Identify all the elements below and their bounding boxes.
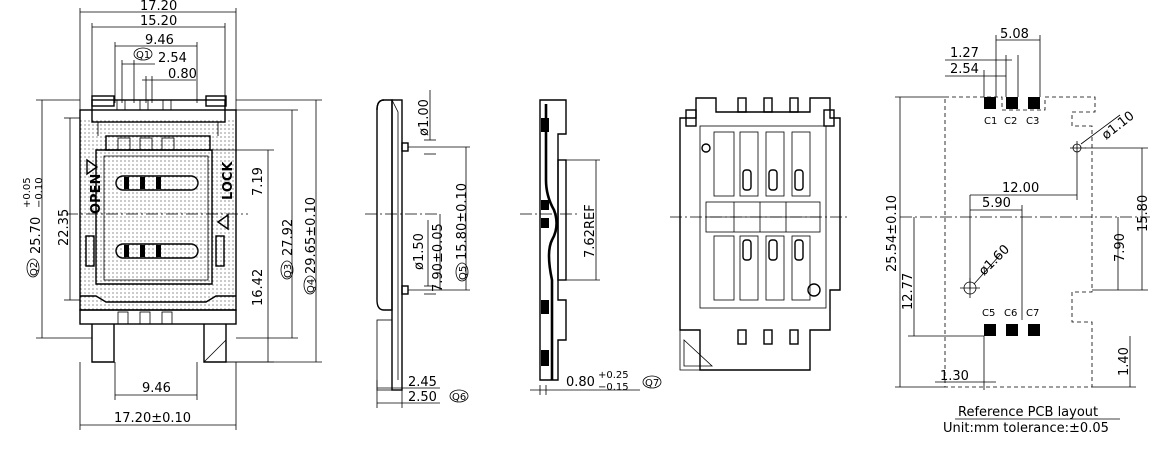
side-dim-2-45: 2.45: [408, 375, 437, 390]
q1-bubble: [133, 47, 153, 61]
pad-c3: [1028, 97, 1040, 109]
q3-bubble: [280, 260, 294, 280]
q1-label: Q1: [136, 50, 150, 61]
pad-c6-label: C6: [1004, 308, 1017, 319]
section-tol-minus: −0.15: [598, 382, 629, 393]
pcb-dim-5-08: 5.08: [1000, 27, 1029, 42]
side-dim-1-50: ø1.50: [412, 233, 427, 270]
bottom-view: [670, 97, 850, 371]
q4-bubble: [303, 275, 317, 295]
pad-c6: [1006, 324, 1018, 336]
pad-c1: [984, 97, 996, 109]
open-arrow-icon: [86, 158, 99, 176]
pad-c1-label: C1: [984, 116, 997, 127]
dim-16-42: 16.42: [251, 269, 266, 306]
q7-label: Q7: [645, 378, 659, 389]
q2-bubble: [26, 258, 40, 278]
dim-17-20-bottom: 17.20±0.10: [114, 411, 191, 426]
dim-2-54: 2.54: [158, 51, 187, 66]
side-dim-1-00: ø1.00: [417, 99, 432, 136]
pcb-dim-1-40: 1.40: [1117, 347, 1132, 376]
dim-22-35: 22.35: [57, 209, 72, 246]
pcb-layout: C1 C2 C3 C5 C6 C7 5.08 1.27 2.54 ø1.10 1…: [885, 27, 1151, 436]
pcb-dim-12-77: 12.77: [901, 273, 916, 310]
dim-17-20-top: 17.20: [140, 0, 177, 14]
front-side-dimensions: Q2 25.70 +0.05 −0.10 22.35 7.19: [22, 99, 322, 363]
dim-9-46-bottom: 9.46: [142, 381, 171, 396]
open-label: OPEN: [89, 174, 104, 214]
pcb-dim-1-27: 1.27: [950, 46, 979, 61]
q5-label: Q5: [458, 266, 469, 280]
lock-label: LOCK: [221, 161, 236, 200]
front-bottom-dimensions: 9.46 17.20±0.10: [79, 362, 237, 430]
side-dim-2-50: 2.50: [408, 390, 437, 405]
pcb-dim-5-90: 5.90: [982, 196, 1011, 211]
section-dim-7-62: 7.62REF: [583, 204, 598, 258]
dim-0-80: 0.80: [168, 67, 197, 82]
pcb-dim-1-30: 1.30: [940, 369, 969, 384]
q3-label: Q3: [283, 264, 294, 278]
q4-label: Q4: [306, 279, 317, 293]
side-dim-15-80: 15.80±0.10: [455, 183, 470, 260]
pcb-dim-1-10: ø1.10: [1099, 109, 1137, 144]
dim-27-92: 27.92: [281, 219, 296, 256]
pcb-layout-title: Reference PCB layout: [958, 405, 1098, 420]
dim-9-46-top: 9.46: [145, 33, 174, 48]
pad-c7-label: C7: [1026, 308, 1039, 319]
pad-c2: [1006, 97, 1018, 109]
section-tol-plus: +0.25: [598, 370, 629, 381]
side-dim-7-90: 7.90±0.05: [431, 223, 446, 292]
pcb-dim-12-00: 12.00: [1002, 181, 1039, 196]
q7-bubble: [642, 375, 662, 389]
pcb-dim-25-54: 25.54±0.10: [885, 195, 900, 272]
pcb-unit-note: Unit:mm tolerance:±0.05: [943, 421, 1109, 436]
tol-minus-0-10: −0.10: [34, 177, 45, 208]
lock-arrow-icon: [216, 213, 229, 231]
q2-label: Q2: [29, 262, 40, 276]
front-view: 17.20 15.20 9.46 Q1 2.54 0.80: [22, 0, 322, 430]
dim-15-20: 15.20: [140, 14, 177, 29]
front-top-dimensions: 17.20 15.20 9.46 Q1 2.54 0.80: [79, 0, 237, 112]
section-dim-0-80: 0.80: [566, 375, 595, 390]
dim-7-19: 7.19: [251, 167, 266, 196]
pad-c7: [1028, 324, 1040, 336]
pcb-dim-1-60: ø1.60: [976, 242, 1013, 279]
side-view: ø1.00 ø1.50 7.90±0.05 Q5 15.80±0.10 2.45…: [365, 90, 470, 408]
pcb-dim-15-80: 15.80: [1136, 195, 1151, 232]
q6-bubble: [449, 389, 469, 403]
pad-c5-label: C5: [982, 308, 995, 319]
q5-bubble: [455, 262, 469, 282]
pcb-dim-2-54: 2.54: [950, 62, 979, 77]
pad-c2-label: C2: [1004, 116, 1017, 127]
dim-25-70: 25.70: [29, 217, 44, 254]
pad-c3-label: C3: [1026, 116, 1039, 127]
dim-29-65: 29.65±0.10: [304, 197, 319, 274]
q6-label: Q6: [452, 392, 466, 403]
pad-c5: [984, 324, 996, 336]
pcb-dim-7-90: 7.90: [1113, 233, 1128, 262]
tol-plus-0-05: +0.05: [22, 177, 33, 208]
front-body: OPEN LOCK: [66, 95, 248, 363]
section-view: 7.62REF 0.80 +0.25 −0.15 Q7: [520, 99, 662, 395]
